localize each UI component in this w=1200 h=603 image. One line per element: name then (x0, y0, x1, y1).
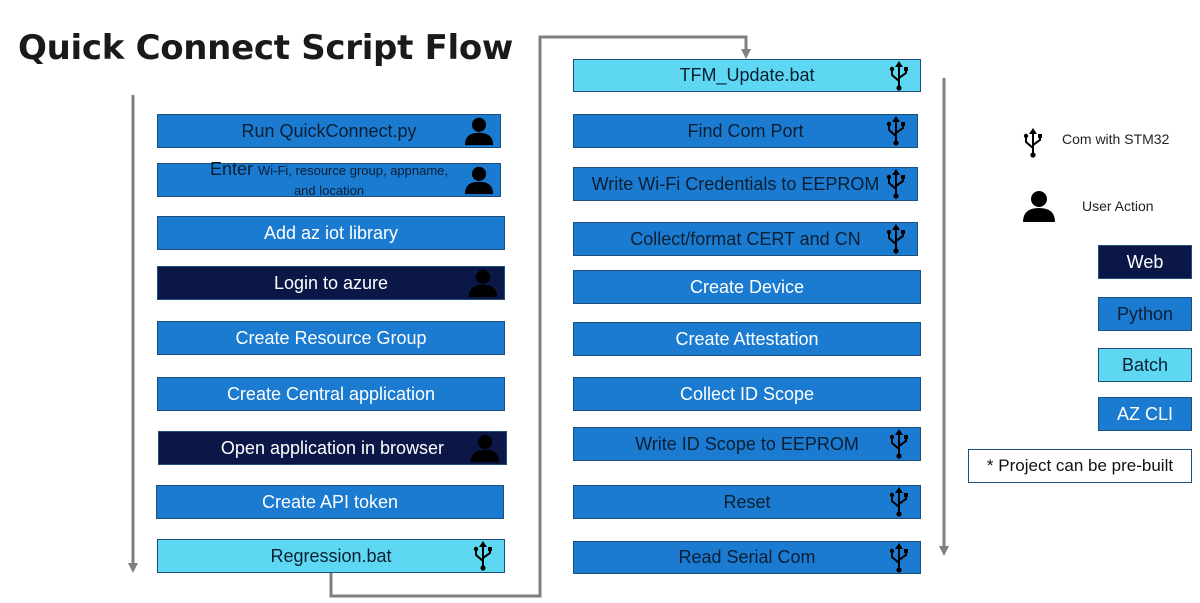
usb-icon (468, 541, 498, 571)
user-icon (464, 116, 494, 146)
step-label: Collect ID Scope (679, 383, 815, 404)
usb-icon (884, 542, 914, 573)
step-write-id-scope-eeprom: Write ID Scope to EEPROM (573, 427, 921, 461)
step-label: Create Central application (226, 383, 436, 404)
step-label: Read Serial Com (678, 547, 816, 567)
step-label: Create Device (689, 276, 805, 297)
step-label: Write ID Scope to EEPROM (635, 433, 859, 454)
step-label: Create Resource Group (235, 327, 427, 348)
step-enter-wifi: Enter Wi-Fi, resource group, appname, an… (157, 159, 501, 199)
step-label: Write Wi-Fi Credentials to EEPROM (591, 173, 880, 194)
step-create-central-app: Create Central application (157, 377, 505, 411)
usb-icon (881, 169, 911, 199)
legend-web: Web (1098, 245, 1192, 279)
step-create-resource-group: Create Resource Group (157, 321, 505, 355)
legend-user-label: User Action (1082, 198, 1154, 214)
step-write-wifi-eeprom: Write Wi-Fi Credentials to EEPROM (573, 167, 918, 201)
step-label: TFM_Update.bat (679, 65, 815, 85)
step-label: Add az iot library (263, 222, 399, 243)
step-label: Enter Wi-Fi, resource group, appname, an… (209, 159, 449, 199)
legend-batch: Batch (1098, 348, 1192, 382)
usb-icon (881, 116, 911, 146)
step-label: Create API token (261, 491, 399, 512)
user-icon (470, 433, 500, 463)
step-label: Find Com Port (687, 120, 804, 141)
step-open-app-browser: Open application in browser (158, 431, 507, 465)
step-reset: Reset (573, 485, 921, 519)
legend-com-label: Com with STM32 (1062, 131, 1170, 147)
step-run-quickconnect: Run QuickConnect.py (157, 114, 501, 148)
usb-icon (884, 60, 914, 91)
step-label: Regression.bat (270, 545, 392, 566)
step-label: Reset (723, 491, 771, 512)
usb-icon (884, 487, 914, 517)
usb-icon (884, 429, 914, 459)
step-regression-bat: Regression.bat (157, 539, 505, 573)
prebuilt-note: * Project can be pre-built (968, 449, 1192, 483)
legend-azcli: AZ CLI (1098, 397, 1192, 431)
legend-python: Python (1098, 297, 1192, 331)
step-label: Create Attestation (675, 328, 819, 349)
step-collect-id-scope: Collect ID Scope (573, 377, 921, 411)
step-label: Run QuickConnect.py (241, 120, 417, 141)
step-create-attestation: Create Attestation (573, 322, 921, 356)
user-icon (464, 165, 494, 195)
user-icon (468, 268, 498, 298)
step-tfm-update-bat: TFM_Update.bat (573, 59, 921, 92)
step-login-azure: Login to azure (157, 266, 505, 300)
step-label: Collect/format CERT and CN (630, 228, 861, 249)
usb-icon (881, 224, 911, 254)
user-icon (1020, 189, 1058, 223)
bridge-connector (329, 35, 751, 598)
step-create-api-token: Create API token (156, 485, 504, 519)
step-add-az-iot-library: Add az iot library (157, 216, 505, 250)
usb-icon (1018, 126, 1048, 160)
step-find-com-port: Find Com Port (573, 114, 918, 148)
step-label: Login to azure (273, 272, 389, 293)
step-create-device: Create Device (573, 270, 921, 304)
page-title: Quick Connect Script Flow (18, 28, 514, 68)
step-label: Open application in browser (220, 437, 445, 458)
step-collect-cert-cn: Collect/format CERT and CN (573, 222, 918, 256)
step-read-serial-com: Read Serial Com (573, 541, 921, 574)
